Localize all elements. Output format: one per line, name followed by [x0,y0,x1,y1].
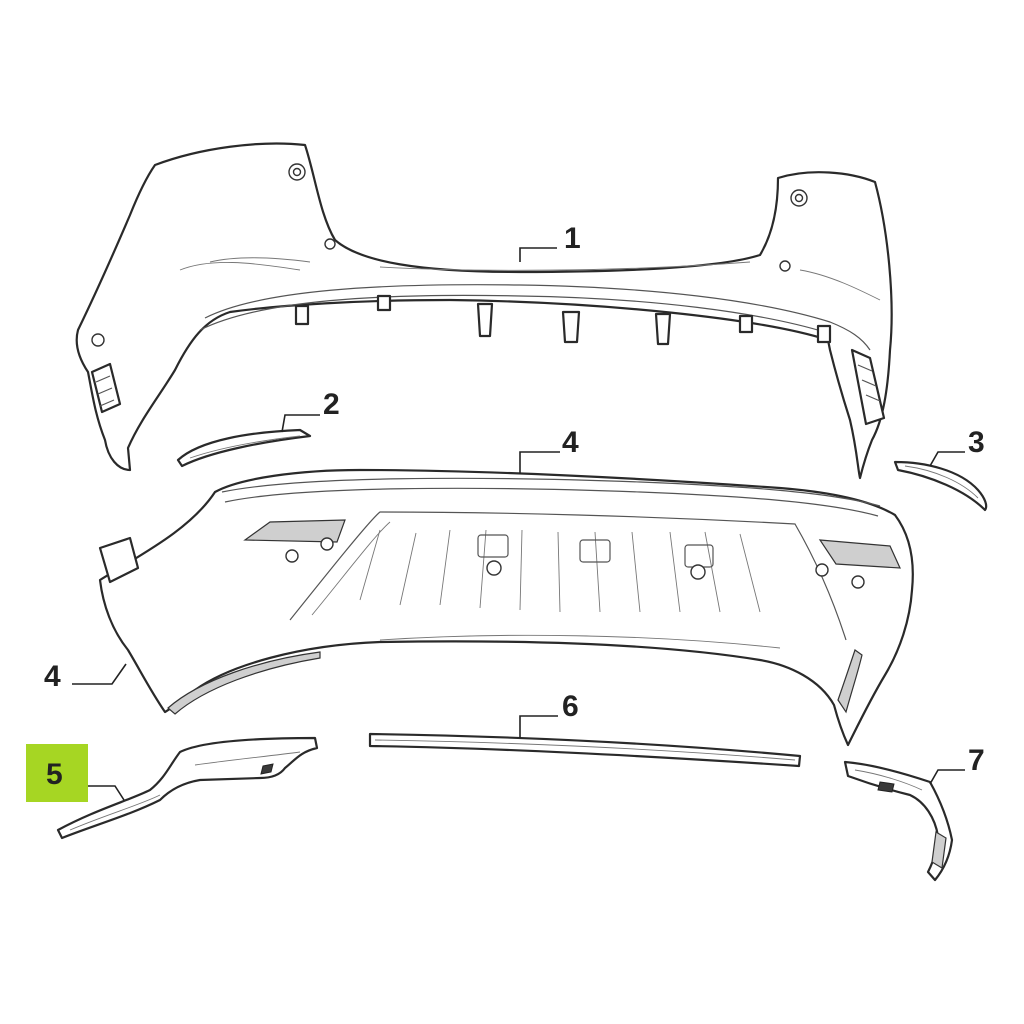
part-6-center-trim-strip[interactable] [368,732,802,768]
leader-1 [519,247,557,262]
part-4-lower-bumper-cover[interactable] [98,468,914,747]
callouts: 1 2 3 4 4 5 6 7 [26,222,985,802]
callout-2: 2 [323,388,340,421]
leader-2 [281,414,320,433]
callout-7: 7 [968,744,985,777]
leader-4b [72,663,127,685]
callout-5: 5 [46,758,63,791]
callout-1: 1 [564,222,581,255]
part-7-right-lower-trim[interactable] [843,760,954,882]
part-1-upper-bumper-cover[interactable] [75,142,893,480]
callout-3: 3 [968,426,985,459]
leader-6 [519,715,558,738]
callout-4-upper: 4 [562,426,579,459]
leader-lines [72,247,965,801]
leader-3 [929,451,965,467]
leader-5 [88,785,125,801]
part-2-left-reflector[interactable] [176,428,312,468]
part-3-right-reflector[interactable] [893,460,988,512]
callout-4-lower: 4 [44,660,61,693]
leader-4a [519,451,560,474]
callout-6: 6 [562,690,579,723]
leader-7 [929,769,965,785]
callout-5-highlight [26,744,88,802]
part-5-left-lower-trim[interactable] [56,736,319,840]
